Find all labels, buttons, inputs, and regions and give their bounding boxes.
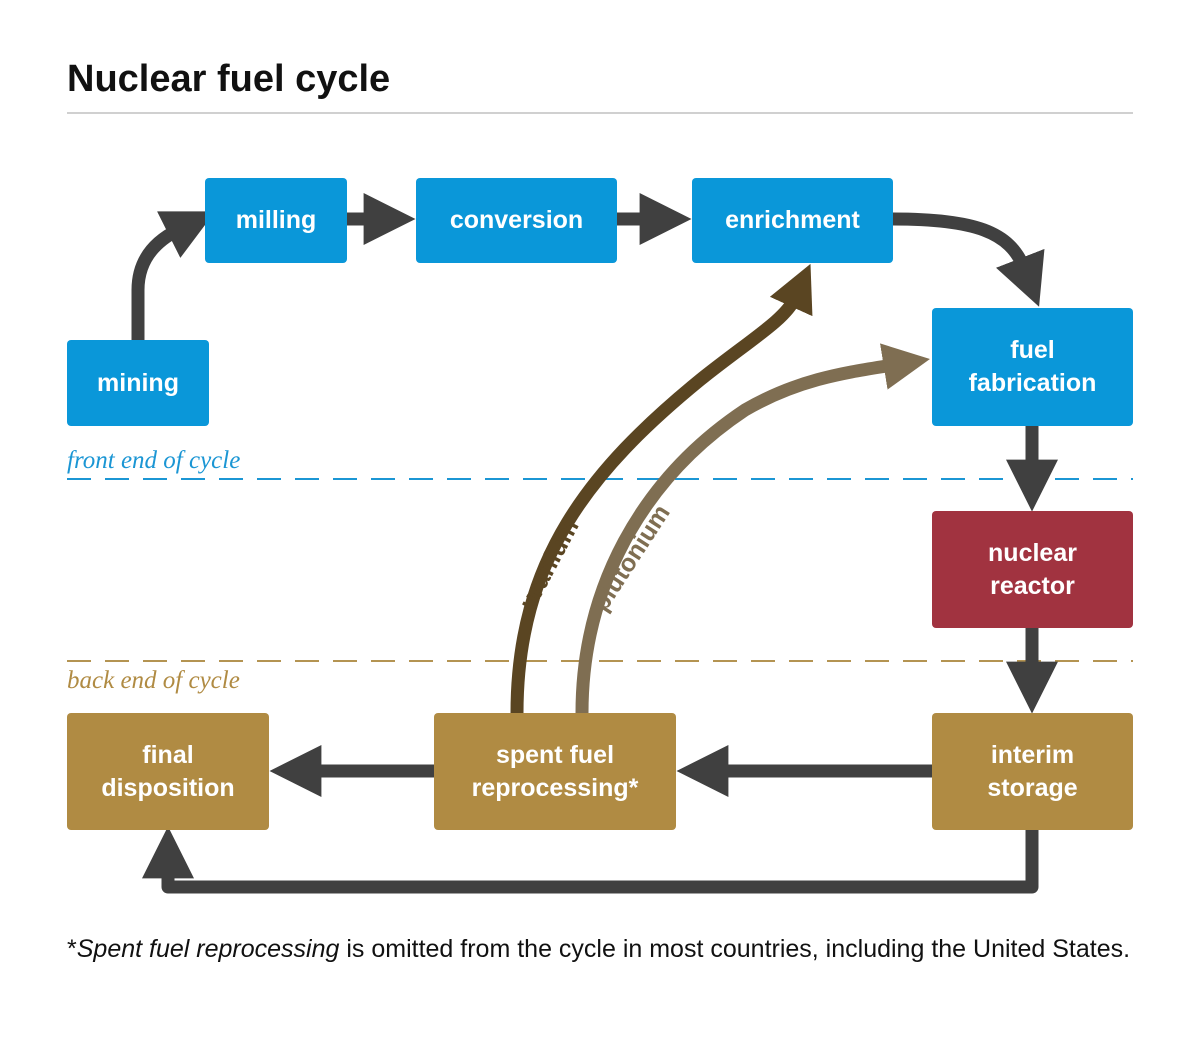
node-milling: milling [205, 178, 347, 263]
footnote-text: is omitted from the cycle in most countr… [339, 935, 1131, 963]
plutonium-flow-arrow [575, 343, 930, 714]
node-conversion: conversion [416, 178, 617, 263]
node-spent-fuel-reprocessing: spent fuel reprocessing* [434, 713, 676, 830]
page-title: Nuclear fuel cycle [67, 58, 391, 100]
node-interim-storage: interim storage [932, 713, 1133, 830]
uranium-flow-arrow [510, 263, 813, 714]
title-divider [67, 112, 1133, 114]
node-mining: mining [67, 340, 209, 426]
front-end-label: front end of cycle [67, 447, 241, 474]
footnote: *Spent fuel reprocessing is omitted from… [67, 932, 1147, 966]
back-end-label: back end of cycle [67, 667, 240, 694]
node-enrichment: enrichment [692, 178, 893, 263]
node-fuel-fabrication: fuel fabrication [932, 308, 1133, 426]
footnote-marker: * [67, 935, 77, 963]
uranium-label: uranium [514, 515, 585, 615]
footnote-term: Spent fuel reprocessing [76, 935, 340, 963]
arrow-enrichment-to-fabrication [892, 212, 1045, 307]
arrow-mining-to-milling [131, 211, 216, 340]
arrow-storage-to-disposition [142, 826, 1039, 894]
node-nuclear-reactor: nuclear reactor [932, 511, 1133, 628]
node-final-disposition: final disposition [67, 713, 269, 830]
